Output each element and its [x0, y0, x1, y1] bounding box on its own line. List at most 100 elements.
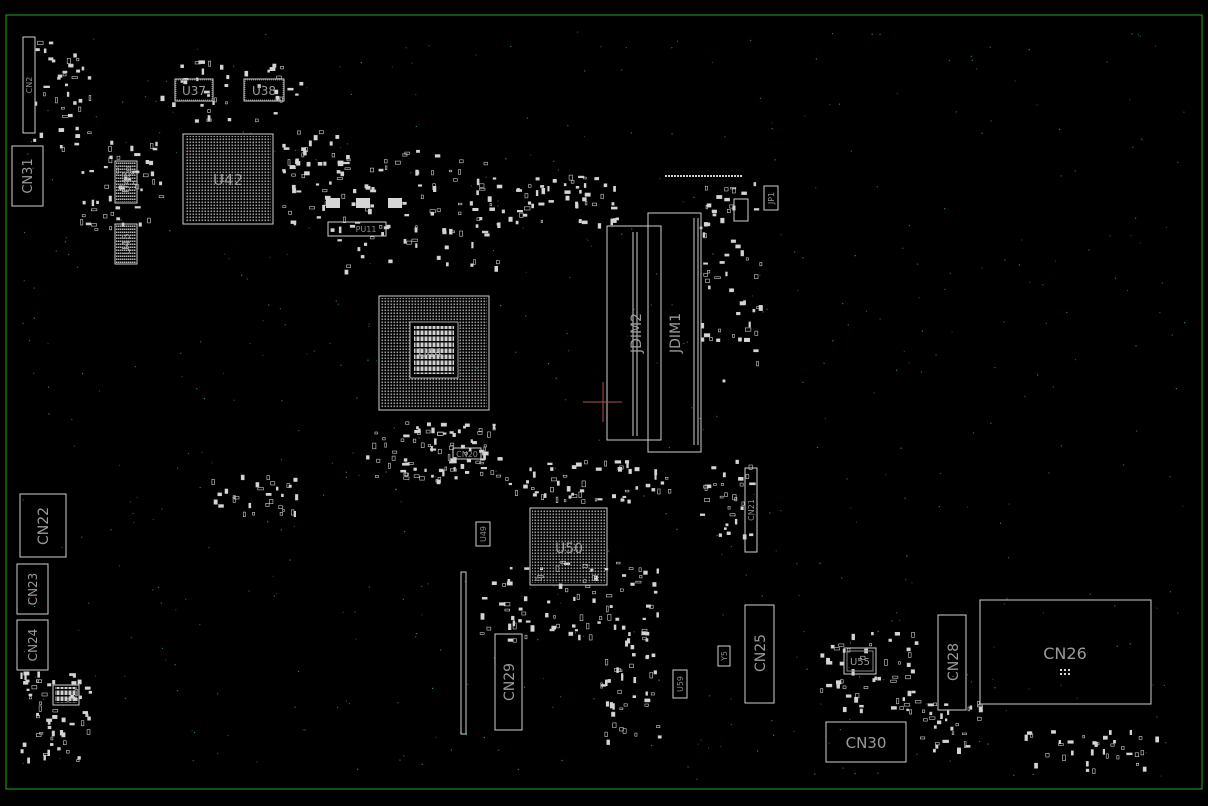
dimm-slot-jdim1[interactable]: JDIM1	[647, 212, 702, 453]
jumper-jp1[interactable]: JP1	[763, 185, 779, 211]
smd-pad	[470, 263, 474, 267]
via	[440, 649, 442, 651]
smd-pad	[711, 466, 717, 470]
connector-cn29[interactable]: CN29	[494, 633, 523, 731]
bga-u50[interactable]: U50	[529, 507, 608, 586]
bga-u42[interactable]: U42	[182, 133, 274, 225]
via	[1109, 235, 1111, 237]
smd-pad	[556, 623, 560, 629]
smd-pad	[76, 759, 80, 762]
smd-pad	[495, 260, 500, 265]
via	[850, 507, 852, 509]
connector-cn2[interactable]: CN2	[22, 36, 36, 134]
smd-pad	[914, 641, 919, 645]
via	[308, 227, 310, 229]
smd-pad	[553, 615, 556, 619]
chip-u45[interactable]: U45	[114, 223, 138, 265]
smd-pad	[46, 718, 53, 722]
crystal-y5[interactable]: Y5	[717, 645, 731, 667]
chip-u59[interactable]: U59	[672, 669, 688, 699]
chip-u49[interactable]: U49	[475, 521, 491, 547]
smd-pad	[431, 427, 435, 434]
chip-u37[interactable]: U37	[174, 78, 214, 102]
smd-pad	[448, 169, 453, 173]
smd-pad	[845, 694, 852, 698]
via	[762, 311, 764, 313]
connector-cn30[interactable]: CN30	[825, 721, 907, 763]
via	[1177, 161, 1179, 163]
smd-pad	[337, 160, 344, 165]
chip-u55[interactable]: U55	[843, 647, 877, 675]
via	[761, 595, 763, 597]
bga-u44[interactable]: U44	[378, 295, 490, 411]
via	[1132, 146, 1134, 148]
smd-pad	[62, 70, 68, 74]
via	[555, 377, 557, 379]
via	[233, 399, 235, 401]
smd-pad	[431, 474, 434, 478]
smd-pad	[269, 499, 274, 504]
smd-pad	[26, 688, 30, 692]
connector-cn21[interactable]: CN21	[744, 467, 758, 553]
smd-pad	[244, 70, 249, 77]
connector-cn20[interactable]: CN20	[452, 447, 482, 460]
via	[621, 233, 623, 235]
smd-pad	[344, 167, 351, 170]
smd-pad	[459, 159, 464, 164]
via	[335, 300, 337, 302]
smd-pad	[403, 434, 410, 438]
chip-u43[interactable]: U43	[114, 160, 138, 204]
smd-pad	[110, 140, 114, 145]
connector-cn24[interactable]: CN24	[16, 619, 49, 671]
via	[434, 476, 436, 478]
via	[415, 636, 417, 638]
connector-cn25[interactable]: CN25	[744, 604, 775, 704]
smd-pad	[703, 222, 708, 227]
smd-pad	[656, 568, 660, 574]
smd-pad	[36, 712, 40, 717]
smd-pad	[635, 486, 639, 490]
chip-u38[interactable]: U38	[243, 78, 285, 102]
smd-pad	[115, 206, 121, 210]
connector-cn23[interactable]: CN23	[16, 563, 49, 615]
via	[529, 587, 531, 589]
connector-cn28[interactable]: CN28	[937, 614, 967, 711]
via	[885, 474, 887, 476]
via	[493, 657, 495, 659]
smd-pad	[720, 217, 725, 224]
via	[745, 574, 747, 576]
smd-pad	[477, 431, 483, 435]
via	[521, 595, 523, 597]
smd-pad	[1027, 731, 1033, 735]
connector-cn26[interactable]: CN26	[979, 599, 1152, 705]
smd-pad	[839, 661, 844, 666]
via	[525, 315, 527, 317]
via	[76, 266, 79, 268]
via	[877, 630, 879, 633]
smd-pad	[357, 247, 361, 252]
via	[828, 742, 830, 744]
dimm-slot-jdim2[interactable]: JDIM2	[606, 225, 662, 441]
smd-pad	[134, 206, 141, 209]
smd-pad	[391, 455, 396, 461]
smd-pad	[77, 756, 81, 760]
via	[552, 706, 554, 708]
via	[181, 376, 183, 378]
connector-cn22[interactable]: CN22	[19, 493, 67, 558]
via	[315, 159, 317, 161]
smd-pad	[927, 703, 934, 707]
smd-pad	[429, 448, 437, 451]
smd-pad	[884, 659, 888, 666]
smd-pad	[620, 497, 624, 502]
smd-pad	[929, 716, 936, 720]
chip-pu11[interactable]: PU11	[327, 221, 387, 237]
smd-pad	[906, 647, 911, 652]
smd-pad	[909, 709, 913, 715]
via	[1154, 45, 1156, 47]
via	[1156, 607, 1158, 609]
smd-pad	[492, 423, 496, 427]
via	[916, 263, 919, 265]
connector-cn31[interactable]: CN31	[11, 145, 44, 207]
svg-text:CN29: CN29	[502, 663, 518, 701]
via	[346, 143, 349, 145]
